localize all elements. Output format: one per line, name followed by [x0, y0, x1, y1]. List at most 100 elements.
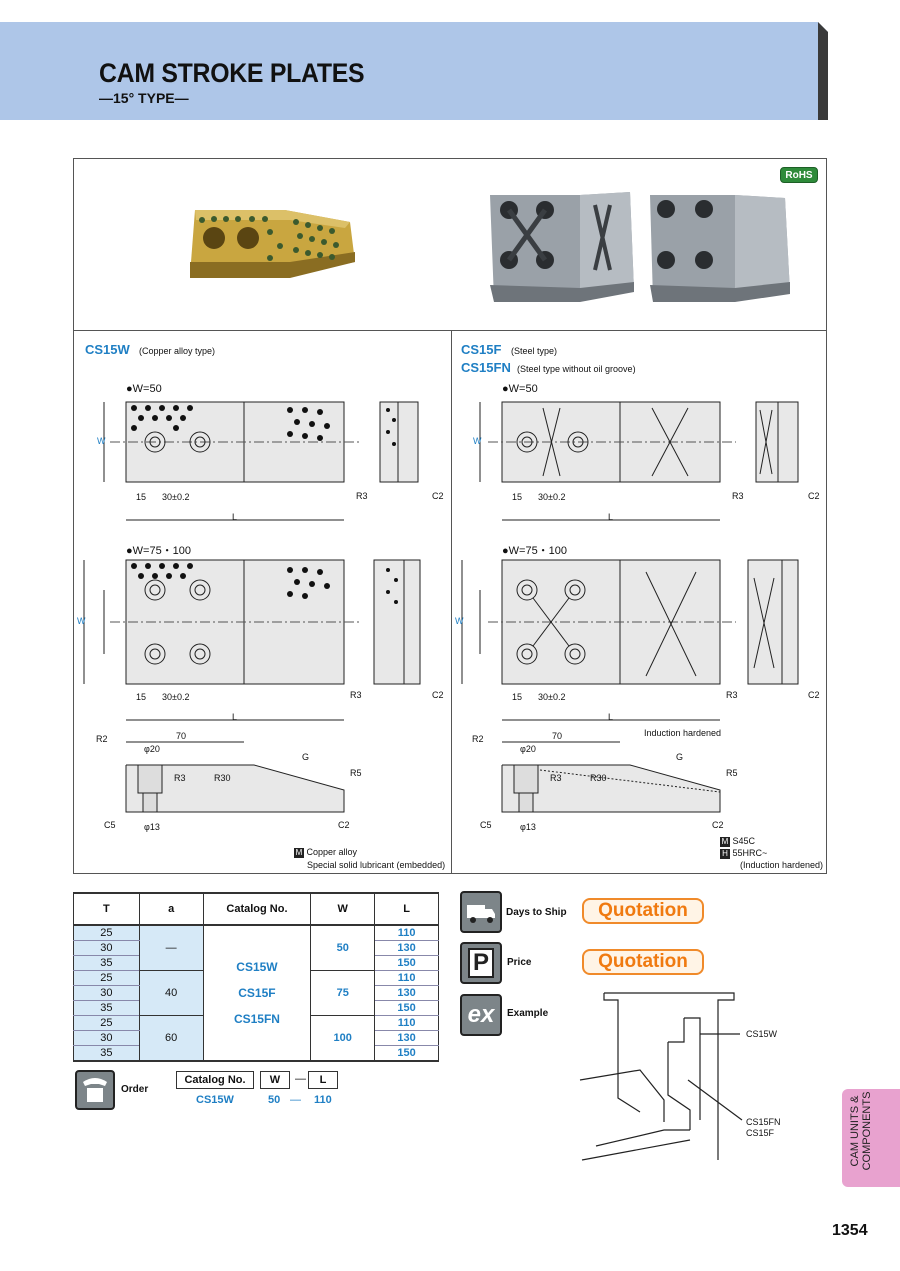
- cs15w-name: CS15W: [85, 342, 130, 357]
- steel-plate-grooved-photo: [490, 192, 634, 302]
- dim-r5-b: R5: [726, 768, 738, 778]
- price-label: Price: [507, 957, 532, 968]
- page-title: CAM STROKE PLATES: [99, 58, 365, 88]
- dim-r3-e: R3: [174, 773, 186, 783]
- dim-r3-a: R3: [356, 491, 368, 501]
- cell-t: 35: [73, 1000, 140, 1016]
- th-catalog: Catalog No.: [202, 892, 312, 926]
- cell-t: 30: [73, 1030, 140, 1046]
- dim-15-cs15f-75: 15: [512, 692, 523, 702]
- order-l-header: L: [308, 1071, 338, 1089]
- th-a: a: [138, 892, 204, 926]
- table-row: 35 150: [73, 1000, 439, 1016]
- example-diagram: [579, 992, 743, 1161]
- days-to-ship-quotation[interactable]: Quotation: [582, 898, 704, 924]
- section-tab-line1: CAM UNITS &: [849, 1095, 861, 1167]
- order-catalog-header: Catalog No.: [176, 1071, 254, 1089]
- cell-t: 30: [73, 985, 140, 1001]
- dim-phi20-b: φ20: [520, 744, 536, 754]
- cell-w: 100: [310, 1015, 376, 1062]
- example-cs15f: CS15F: [746, 1128, 775, 1138]
- cs15fn-note: (Steel type without oil groove): [517, 364, 636, 374]
- table-row: 35 150: [73, 955, 439, 971]
- dim-phi13-b: φ13: [520, 822, 536, 832]
- dim-r30-b: R30: [590, 773, 607, 783]
- order-example-dash: —: [290, 1094, 301, 1106]
- dim-70-b: 70: [552, 731, 563, 741]
- table-row: 25 60 100 110: [73, 1015, 439, 1062]
- cell-l: 150: [374, 1045, 439, 1062]
- order-w-header: W: [260, 1071, 290, 1089]
- spec-table: T a Catalog No. W L 25 — CS15W CS15F CS1…: [73, 892, 439, 1062]
- drawing-frame: [73, 158, 827, 874]
- th-w: W: [310, 892, 376, 926]
- dim-l-cs15f: L: [608, 512, 614, 522]
- cell-w: 75: [310, 970, 376, 1016]
- example-ex-glyph: ex: [467, 1001, 495, 1028]
- cs15fn-name: CS15FN: [461, 360, 511, 375]
- table-row: 30 130: [73, 985, 439, 1001]
- dim-phi20-a: φ20: [144, 744, 160, 754]
- dim-g-b: G: [676, 752, 684, 762]
- cell-a: —: [138, 925, 204, 971]
- cell-t: 35: [73, 955, 140, 971]
- example-label: Example: [507, 1008, 549, 1019]
- dim-r5-a: R5: [350, 768, 362, 778]
- dim-c2-e: C2: [338, 820, 350, 830]
- page-subtitle: —15° TYPE—: [99, 90, 189, 106]
- frame-divider-vertical: [451, 330, 452, 874]
- page-number: 1354: [832, 1222, 868, 1239]
- cell-w: 50: [310, 925, 376, 971]
- cs15f-material: M S45C: [720, 836, 756, 847]
- dim-15-cs15f: 15: [512, 492, 523, 502]
- dim-30-cs15f-75: 30±0.2: [538, 692, 566, 702]
- order-example-catalog: CS15W: [196, 1094, 234, 1106]
- cell-l: 110: [374, 970, 439, 986]
- catalog-cs15f: CS15F: [238, 986, 276, 1000]
- section-tab-line2: COMPONENTS: [861, 1091, 873, 1171]
- cell-t: 25: [73, 1015, 140, 1031]
- cs15w-note: (Copper alloy type): [139, 346, 216, 356]
- section-tab[interactable]: [842, 1089, 900, 1187]
- cell-a: 60: [138, 1015, 204, 1062]
- cell-l: 130: [374, 940, 439, 956]
- copper-plate-photo: [190, 210, 355, 278]
- cell-l: 150: [374, 955, 439, 971]
- cell-l: 150: [374, 1000, 439, 1016]
- dim-30-cs15f: 30±0.2: [538, 492, 566, 502]
- table-row: 30 130: [73, 940, 439, 956]
- price-quotation[interactable]: Quotation: [582, 949, 704, 975]
- table-row: 35 150: [73, 1045, 439, 1062]
- dim-r2-b: R2: [472, 734, 484, 744]
- dim-w-cs15w: W: [97, 436, 106, 446]
- induction-hardened-label: Induction hardened: [644, 728, 722, 738]
- order-example-l: 110: [314, 1094, 332, 1106]
- dim-r3-c: R3: [350, 690, 362, 700]
- rohs-badge: RoHS: [780, 167, 818, 183]
- cs15f-hardness-note: (Induction hardened): [740, 860, 824, 870]
- example-icon: ex: [460, 994, 502, 1036]
- cell-catalog: CS15W CS15F CS15FN: [202, 925, 312, 1062]
- dim-15-cs15w: 15: [136, 492, 147, 502]
- dim-c2-a: C2: [432, 491, 444, 501]
- price-icon: P: [460, 942, 502, 984]
- cell-l: 130: [374, 1030, 439, 1046]
- cell-a: 40: [138, 970, 204, 1016]
- frame-divider-horizontal: [73, 330, 827, 331]
- dim-w-cs15f-75: W: [455, 616, 464, 626]
- cell-t: 30: [73, 940, 140, 956]
- days-to-ship-label: Days to Ship: [506, 907, 567, 918]
- example-cs15fn: CS15FN: [746, 1117, 781, 1127]
- dim-30-cs15w-75: 30±0.2: [162, 692, 190, 702]
- dim-r3-f: R3: [550, 773, 562, 783]
- dim-r3-d: R3: [726, 690, 738, 700]
- dim-g-a: G: [302, 752, 310, 762]
- cell-t: 35: [73, 1045, 140, 1062]
- cs15w-lubricant: Special solid lubricant (embedded): [307, 860, 446, 870]
- banner-shape: [0, 22, 828, 120]
- dim-c2-d: C2: [808, 690, 820, 700]
- example-cs15w: CS15W: [746, 1029, 778, 1039]
- cell-t: 25: [73, 970, 140, 986]
- dim-l-cs15w-75: L: [232, 712, 238, 722]
- header-banner: [0, 22, 828, 120]
